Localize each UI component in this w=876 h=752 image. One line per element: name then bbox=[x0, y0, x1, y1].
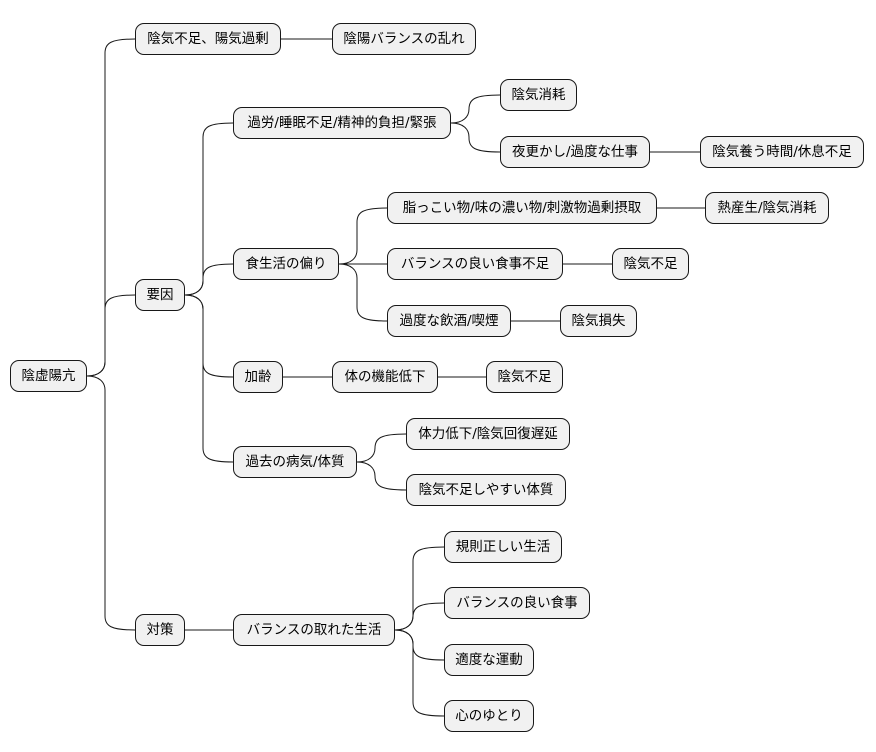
node-regular-life[interactable]: 規則正しい生活 bbox=[444, 531, 562, 563]
node-yin-deficiency-diet[interactable]: 陰気不足 bbox=[612, 248, 689, 280]
node-aging[interactable]: 加齢 bbox=[233, 361, 283, 393]
node-balanced-meal[interactable]: バランスの良い食事 bbox=[444, 587, 590, 619]
connector-node-balanced-life-to-node-moderate-exercise bbox=[394, 629, 445, 661]
connector-root-node-to-node-imbalance bbox=[86, 38, 136, 377]
connector-node-illness-to-node-stamina-decline bbox=[356, 433, 407, 463]
node-imbalance[interactable]: 陰気不足、陽気過剰 bbox=[135, 23, 281, 55]
connector-node-overwork-to-node-late-nights bbox=[450, 122, 501, 153]
connector-root-node-to-node-measures bbox=[86, 375, 136, 631]
node-balanced-life[interactable]: バランスの取れた生活 bbox=[233, 614, 395, 646]
connector-node-causes-to-node-diet bbox=[184, 263, 234, 296]
connector-node-overwork-to-node-yin-consumption bbox=[450, 94, 501, 124]
node-stamina-decline[interactable]: 体力低下/陰気回復遅延 bbox=[406, 418, 570, 450]
connector-node-balanced-life-to-node-balanced-meal bbox=[394, 602, 445, 631]
connector-node-illness-to-node-constitution bbox=[356, 461, 407, 491]
node-moderate-exercise[interactable]: 適度な運動 bbox=[444, 644, 534, 676]
node-yin-loss[interactable]: 陰気損失 bbox=[560, 305, 637, 337]
connector-node-balanced-life-to-node-peace-of-mind bbox=[394, 629, 445, 717]
node-peace-of-mind[interactable]: 心のゆとり bbox=[444, 700, 534, 732]
connector-root-node-to-node-causes bbox=[86, 294, 136, 377]
connector-node-diet-to-node-rich-food bbox=[338, 207, 388, 265]
node-measures[interactable]: 対策 bbox=[135, 614, 185, 646]
root-node[interactable]: 陰虚陽亢 bbox=[10, 360, 87, 392]
node-constitution[interactable]: 陰気不足しやすい体質 bbox=[406, 474, 566, 506]
connector-node-causes-to-node-aging bbox=[184, 294, 234, 378]
node-rich-food[interactable]: 脂っこい物/味の濃い物/刺激物過剰摂取 bbox=[387, 192, 657, 224]
node-yin-consumption[interactable]: 陰気消耗 bbox=[500, 79, 577, 111]
node-heat-production[interactable]: 熱産生/陰気消耗 bbox=[705, 192, 829, 224]
node-overwork[interactable]: 過労/睡眠不足/精神的負担/緊張 bbox=[233, 107, 451, 139]
node-illness[interactable]: 過去の病気/体質 bbox=[233, 446, 357, 478]
connector-node-balanced-life-to-node-regular-life bbox=[394, 546, 445, 631]
node-drinking-smoking[interactable]: 過度な飲酒/喫煙 bbox=[387, 305, 511, 337]
node-yin-deficiency-aging[interactable]: 陰気不足 bbox=[486, 361, 563, 393]
connector-node-diet-to-node-drinking-smoking bbox=[338, 263, 388, 322]
node-body-decline[interactable]: 体の機能低下 bbox=[332, 361, 438, 393]
node-diet[interactable]: 食生活の偏り bbox=[233, 248, 339, 280]
node-causes[interactable]: 要因 bbox=[135, 279, 185, 311]
node-unbalanced-meal[interactable]: バランスの良い食事不足 bbox=[387, 248, 563, 280]
node-late-nights[interactable]: 夜更かし/過度な仕事 bbox=[500, 136, 650, 168]
node-yin-yang-disorder[interactable]: 陰陽バランスの乱れ bbox=[332, 23, 476, 55]
connector-node-causes-to-node-illness bbox=[184, 294, 234, 463]
node-rest-shortage[interactable]: 陰気養う時間/休息不足 bbox=[700, 136, 864, 168]
connector-node-causes-to-node-overwork bbox=[184, 122, 234, 296]
